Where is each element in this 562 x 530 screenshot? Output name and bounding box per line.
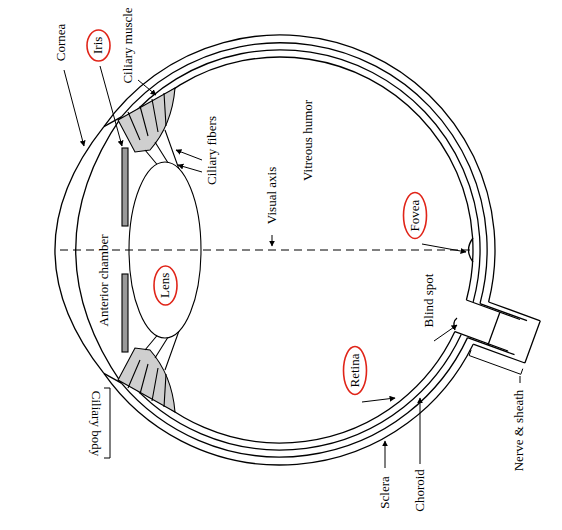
red-circle (87, 30, 110, 61)
optic-disc (454, 318, 457, 330)
red-circle (154, 266, 177, 305)
leader-line (434, 325, 457, 341)
red-circle (344, 346, 367, 394)
leader-line (100, 66, 122, 146)
sclera-inner (121, 43, 487, 457)
part-label: Ciliary muscle (121, 5, 136, 85)
circled-label: Fovea (403, 191, 428, 239)
iris-upper (122, 148, 128, 226)
part-label: Ciliary body (88, 388, 103, 457)
leader-line (138, 80, 156, 95)
ciliary-body-bracket (104, 388, 110, 458)
red-circle (404, 192, 427, 238)
ciliary-muscle-hatch (128, 93, 166, 140)
nerve-bracket (469, 350, 523, 374)
leader-line (385, 441, 386, 468)
part-label: Nerve & sheath (512, 387, 527, 473)
part-name: Iris (91, 37, 106, 54)
part-label: Ciliary fibers (205, 113, 220, 186)
circled-label: Lens (153, 265, 178, 306)
leader-line (362, 398, 395, 402)
part-name: Fovea (408, 199, 423, 231)
part-label: Vitreous humor (301, 97, 316, 182)
leader-line (176, 150, 202, 160)
leader-line (272, 235, 273, 246)
nerve-bracket-tick (520, 376, 521, 383)
leader-line (64, 70, 84, 146)
optic-nerve-sheath (473, 302, 540, 363)
leader-line (178, 165, 202, 172)
optic-nerve-fibers (455, 300, 520, 351)
part-label: Cornea (54, 21, 69, 63)
iris-lower (122, 274, 128, 352)
ciliary-body-upper (118, 88, 175, 152)
part-label: Choroid (412, 467, 427, 514)
leader-line (422, 244, 466, 252)
part-label: Sclera (378, 474, 393, 510)
part-label: Blind spot (422, 271, 437, 329)
visual-axis-line (60, 250, 470, 251)
part-name: Retina (348, 353, 363, 387)
part-label: Visual axis (265, 164, 280, 225)
ciliary-muscle-hatch (128, 360, 166, 407)
ciliary-body-lower (118, 348, 175, 412)
circled-label: Iris (86, 29, 111, 62)
part-label: Anterior chamber (97, 232, 112, 328)
circled-label: Retina (343, 345, 368, 395)
part-name: Lens (158, 273, 173, 298)
leader-line (420, 398, 421, 464)
